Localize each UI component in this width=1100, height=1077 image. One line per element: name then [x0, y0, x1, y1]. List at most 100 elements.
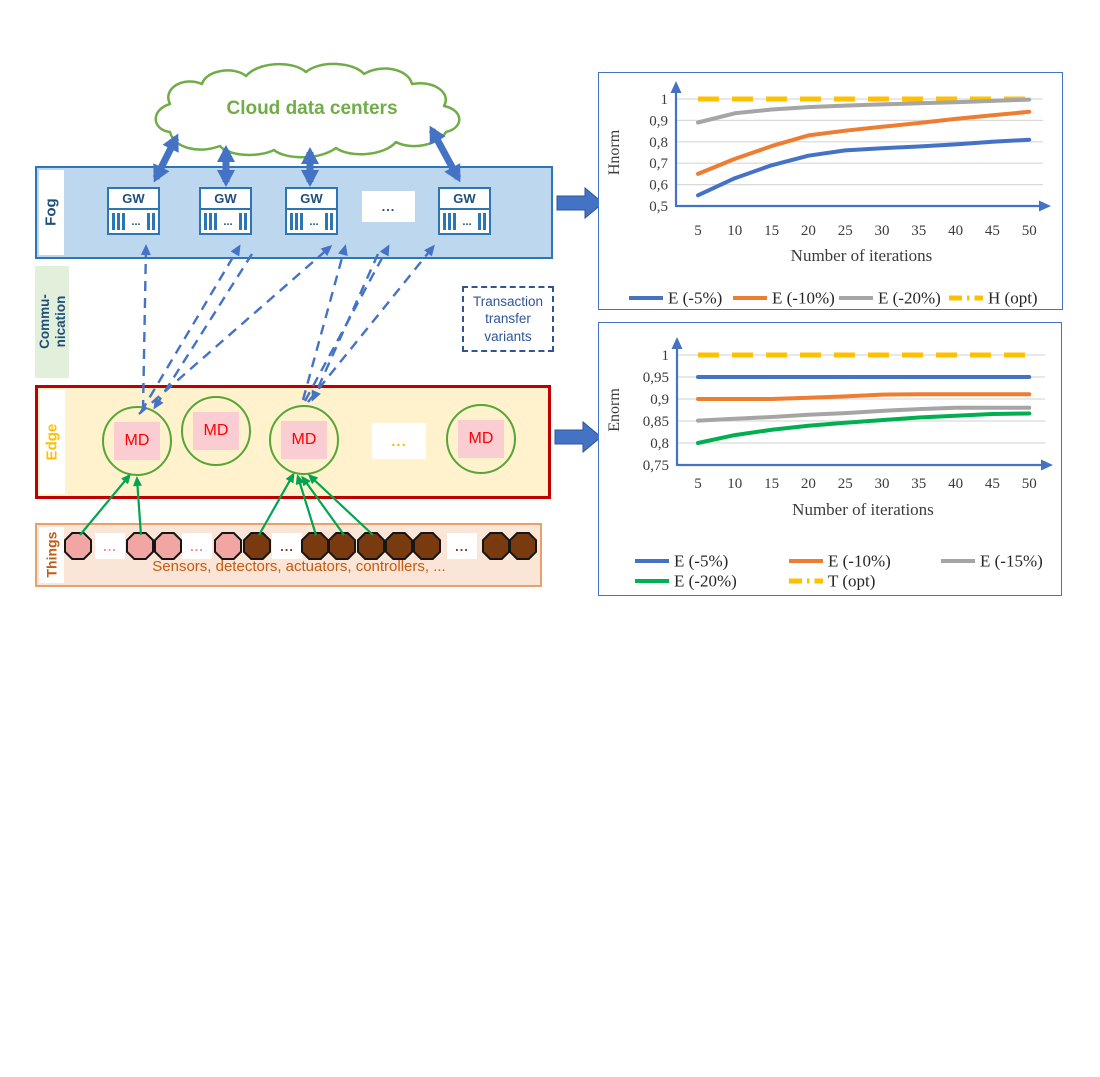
- thing-sensor-octagon-pink: [154, 532, 182, 560]
- series-line-E (-5%): [696, 137, 1032, 198]
- series-lines: [696, 352, 1032, 445]
- gateway-queue: ...: [287, 210, 336, 233]
- queue-bar: [478, 213, 481, 230]
- x-tick-label: 35: [911, 223, 926, 239]
- communication-layer-label: Commu- nication: [36, 294, 67, 350]
- thing-sensor-octagon-brown: [301, 532, 329, 560]
- edge-ellipsis-box: ...: [372, 423, 426, 459]
- things-ellipsis-box: ...: [95, 533, 125, 559]
- legend-label: E (-5%): [668, 289, 722, 308]
- dashed-arrow-md3-fog1: [303, 244, 390, 402]
- things-layer-label-strip: Things: [39, 527, 64, 583]
- y-tick-label: 0,85: [643, 414, 669, 430]
- queue-dots: ...: [462, 215, 472, 228]
- x-tick-label: 40: [948, 476, 963, 492]
- x-tick-label: 30: [875, 476, 890, 492]
- fog-layer-label-strip: Fog: [39, 170, 64, 255]
- x-tick-label: 50: [1022, 476, 1037, 492]
- legend-label: E (-5%): [674, 552, 728, 571]
- dashed-arrow-md3-gw3: [301, 244, 348, 401]
- mobile-device-node: MD: [181, 396, 251, 466]
- x-axis-title: Number of iterations: [792, 500, 934, 519]
- queue-bar: [117, 213, 120, 230]
- queue-bar: [239, 213, 242, 230]
- y-tick-label: 0,75: [643, 458, 669, 474]
- x-tick-label: 45: [985, 476, 1000, 492]
- legend-label: H (opt): [988, 289, 1038, 308]
- y-tick-label: 0,9: [649, 113, 668, 129]
- gateway-label: GW: [201, 189, 250, 210]
- mobile-device-label: MD: [193, 412, 239, 450]
- x-tick-label: 25: [838, 223, 853, 239]
- queue-bar: [152, 213, 155, 230]
- queue-dots: ...: [309, 215, 319, 228]
- x-tick-label: 15: [764, 223, 779, 239]
- queue-bar: [244, 213, 247, 230]
- x-axis-title: Number of iterations: [791, 246, 933, 265]
- series-line-E (-10%): [696, 392, 1032, 401]
- x-tick-label: 5: [694, 476, 702, 492]
- queue-bar: [122, 213, 125, 230]
- thing-sensor-octagon-brown: [328, 532, 356, 560]
- things-layer-label: Things: [42, 532, 59, 578]
- series-lines: [696, 96, 1032, 198]
- gateway-node: GW ...: [199, 187, 252, 235]
- mobile-device-label: MD: [281, 421, 327, 459]
- y-tick-labels: 0,50,60,70,80,91: [649, 92, 668, 215]
- fog-to-chart-arrow: [556, 186, 604, 220]
- cloud-label: Cloud data centers: [226, 98, 397, 119]
- queue-bar: [204, 213, 207, 230]
- fog-ellipsis-box: ...: [362, 191, 415, 222]
- queue-dots: ...: [131, 215, 141, 228]
- y-tick-label: 0,8: [649, 135, 668, 151]
- legend-label: E (-10%): [772, 289, 835, 308]
- gateway-queue: ...: [440, 210, 489, 233]
- y-tick-label: 0,6: [649, 178, 668, 194]
- queue-bar: [448, 213, 451, 230]
- x-tick-label: 5: [694, 223, 702, 239]
- queue-bar: [300, 213, 303, 230]
- thing-sensor-octagon-brown: [385, 532, 413, 560]
- things-caption: Sensors, detectors, actuators, controlle…: [152, 558, 446, 575]
- gateway-label: GW: [440, 189, 489, 210]
- series-line-E (-20%): [696, 97, 1032, 125]
- thing-sensor-octagon-pink: [126, 532, 154, 560]
- queue-bar: [330, 213, 333, 230]
- x-tick-label: 35: [911, 476, 926, 492]
- y-tick-label: 0,7: [649, 156, 668, 172]
- queue-bar: [214, 213, 217, 230]
- queue-bar: [147, 213, 150, 230]
- mobile-device-node: MD: [102, 406, 172, 476]
- communication-layer-strip: Commu- nication: [35, 266, 69, 378]
- mobile-device-label: MD: [458, 420, 504, 458]
- queue-bar: [453, 213, 456, 230]
- queue-bar: [443, 213, 446, 230]
- mobile-device-label: MD: [114, 422, 160, 460]
- cloud-outline: [154, 62, 461, 159]
- x-tick-label: 10: [727, 476, 742, 492]
- x-tick-label: 10: [727, 223, 742, 239]
- queue-bar: [290, 213, 293, 230]
- queue-bar: [112, 213, 115, 230]
- thing-sensor-octagon-pink: [214, 532, 242, 560]
- gateway-label: GW: [109, 189, 158, 210]
- legend: E (-5%) E (-10%) E (-20%) H (opt): [629, 289, 1038, 308]
- legend-label: E (-15%): [980, 552, 1043, 571]
- x-tick-label: 20: [801, 223, 816, 239]
- transaction-transfer-variants-box: Transaction transfer variants: [462, 286, 554, 352]
- legend-label: E (-20%): [878, 289, 941, 308]
- transaction-transfer-variants-label: Transaction transfer variants: [472, 293, 544, 344]
- gateway-node: GW ...: [107, 187, 160, 235]
- thing-sensor-octagon-brown: [482, 532, 510, 560]
- edge-to-chart-arrow: [554, 420, 602, 454]
- y-axis-title: Hnorm: [606, 129, 623, 175]
- y-tick-label: 0,8: [650, 436, 669, 452]
- queue-dots: ...: [223, 215, 233, 228]
- things-ellipsis-box: ...: [182, 533, 212, 559]
- thing-sensor-octagon-brown: [413, 532, 441, 560]
